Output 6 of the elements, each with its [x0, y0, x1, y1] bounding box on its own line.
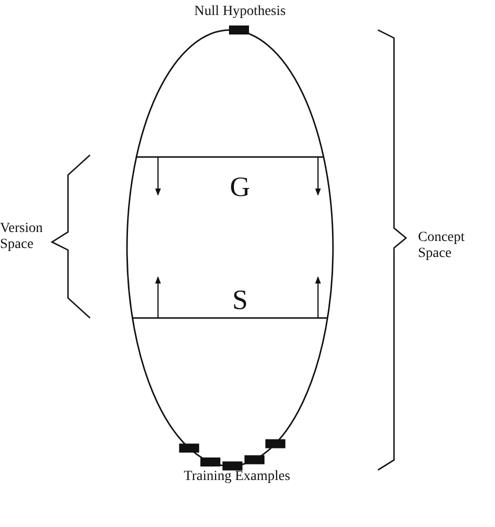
set-label: S [232, 286, 248, 316]
bracket-label: Version Space [0, 221, 44, 253]
set-label: G [230, 173, 250, 203]
caption-label: Training Examples [184, 469, 290, 485]
bracket-label: Concept Space [418, 230, 466, 262]
heading-label: Null Hypothesis [194, 4, 286, 20]
